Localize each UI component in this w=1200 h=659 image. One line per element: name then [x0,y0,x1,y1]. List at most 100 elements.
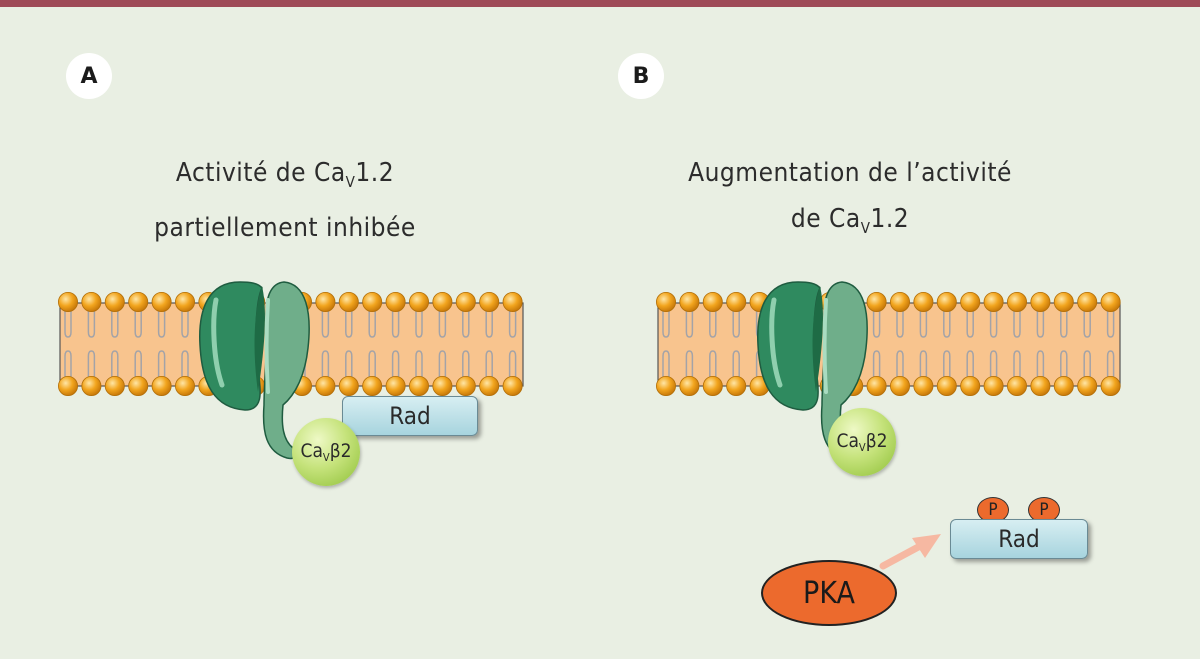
lipid-head [104,375,125,396]
lipid-head [702,375,723,396]
lipid-tail [966,350,974,378]
lipid-head [151,291,172,312]
lipid-head [656,375,677,396]
lipid-tail [1036,350,1045,378]
cav12-channel-b [757,281,868,460]
cavb2-subunit-a: CaVβ2 [292,418,360,486]
lipid-tail [134,310,142,338]
lipid-tail [943,310,951,338]
lipid-head [58,291,79,312]
lipid-head [174,291,195,312]
lipid-head [128,375,149,396]
lipid-head [1053,291,1074,312]
lipid-head [702,291,723,312]
lipid-tail [415,310,423,338]
lipid-tail [181,310,189,338]
lipid-tail [111,350,119,378]
lipid-head [1077,375,1098,396]
lipid-tail [508,310,517,338]
pka-kinase: PKA [761,560,897,626]
lipid-head [1007,375,1028,396]
lipid-tail [134,350,142,378]
lipid-head [385,375,406,396]
lipid-tail [321,350,330,378]
lipid-head [174,375,195,396]
panel-b-label: B [618,53,664,99]
lipid-head [1100,291,1121,312]
panel-a-title-line1: Activité de CaV1.2 [175,158,395,191]
lipid-tail [872,350,881,378]
lipid-head [338,375,359,396]
lipid-head [913,291,934,312]
cavb2-subunit-b: CaVβ2 [828,408,896,476]
lipid-head [432,291,453,312]
lipid-head [58,375,79,396]
lipid-head [679,375,700,396]
lipid-tail [438,310,447,338]
lipid-head [432,375,453,396]
lipid-tail [87,310,96,338]
lipid-tail [872,310,881,338]
lipid-head [726,291,747,312]
lipid-head [1030,291,1051,312]
lipid-tail [345,350,353,378]
lipid-head [362,291,383,312]
lipid-tail [685,310,694,338]
lipid-head [315,375,336,396]
panel-a-title-line2: partiellement inhibée [154,213,416,243]
lipid-head [960,291,981,312]
membrane-b [656,291,1121,396]
lipid-tail [1106,310,1115,338]
lipid-tail [462,310,470,338]
lipid-tail [64,350,72,378]
lipid-tail [1106,350,1115,378]
lipid-tail [732,350,740,378]
lipid-head [983,291,1004,312]
lipid-head [502,375,523,396]
lipid-head [408,375,429,396]
lipid-tail [485,310,493,338]
lipid-head [455,375,476,396]
lipid-head [455,291,476,312]
lipid-tail [87,350,96,378]
pka-to-rad-arrow [879,534,941,570]
lipid-head [866,291,887,312]
lipid-head [913,375,934,396]
lipid-tail [157,350,166,378]
lipid-tail [64,310,72,338]
lipid-head [81,375,102,396]
rad-protein-a: Rad [342,396,478,436]
lipid-head [385,291,406,312]
lipid-head [890,291,911,312]
lipid-head [960,375,981,396]
lipid-tail [662,310,670,338]
lipid-tail [966,310,974,338]
lipid-tail [1060,350,1068,378]
lipid-head [479,375,500,396]
lipid-tail [732,310,740,338]
lipid-tail [662,350,670,378]
lipid-tail [1083,310,1091,338]
lipid-tail [391,310,400,338]
lipid-head [936,375,957,396]
lipid-tail [462,350,470,378]
lipid-head [1007,291,1028,312]
lipid-tail [1060,310,1068,338]
rad-protein-b: Rad [950,519,1088,559]
lipid-tail [368,310,376,338]
lipid-tail [919,310,928,338]
lipid-tail [709,350,717,378]
lipid-tail [919,350,928,378]
lipid-head [936,291,957,312]
lipid-tail [1013,310,1021,338]
lipid-tail [438,350,447,378]
lipid-head [890,375,911,396]
lipid-tail [709,310,717,338]
lipid-head [315,291,336,312]
panel-b-title-line1: Augmentation de l’activité [688,158,1012,188]
top-accent-bar [0,0,1200,7]
lipid-head [502,291,523,312]
lipid-tail [415,350,423,378]
lipid-head [128,291,149,312]
lipid-tail [1083,350,1091,378]
